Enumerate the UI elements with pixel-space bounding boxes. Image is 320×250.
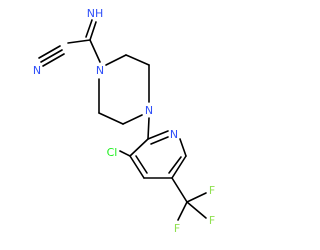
atom-label-pyridine-n: N [170,128,178,141]
bond-pyr-c4-c3-inner [135,155,148,174]
bond-pyr-c3-c2 [129,138,149,157]
bond-c5-cf3 [171,177,188,203]
atom-label-chlorine: Cl [107,146,118,159]
bond-pyr-c4-c3 [129,155,145,179]
bond-pyr-c6-c5-inner [168,156,182,174]
bond-ch2-amidine [67,39,91,44]
bond-pip-1 [105,54,127,66]
bond-pyr-c6-c5 [171,155,187,179]
bond-cf3-f-left [177,201,188,221]
bond-amidine-imine-2 [85,19,93,38]
atom-label-piperazine-n4: N [145,104,153,117]
bond-nitrile-2 [38,45,61,59]
molecule-structure: NH N N N N Cl F F F [33,7,215,235]
bond-pip-2 [125,54,150,66]
atom-label-fluorine-left: F [174,222,180,235]
bond-c3-cl [119,150,131,157]
bond-pip-5 [98,112,124,125]
atom-label-piperazine-n1: N [96,64,104,77]
bond-nitrile-3 [42,53,65,67]
bond-amidine-n1 [89,39,101,63]
bond-pyr-n-c6 [179,138,187,157]
bond-cf3-f-right [186,201,207,219]
atom-label-imine: NH [87,7,104,20]
atom-labels: NH N N N N Cl F F F [33,7,215,235]
bond-pyr-c2-n-inner [150,136,169,145]
bond-cf3-f-top [186,192,207,203]
atom-label-fluorine-top: F [209,184,215,197]
atom-label-fluorine-right: F [209,214,215,227]
bond-pyr-c2-n [147,130,169,140]
bond-amidine-imine-1 [89,21,97,41]
bonds [38,19,207,221]
bond-n4-pyridine [147,117,150,140]
bond-pip-4 [122,114,143,125]
bond-nitrile-1 [40,49,63,63]
atom-label-nitrile-n: N [33,64,41,77]
